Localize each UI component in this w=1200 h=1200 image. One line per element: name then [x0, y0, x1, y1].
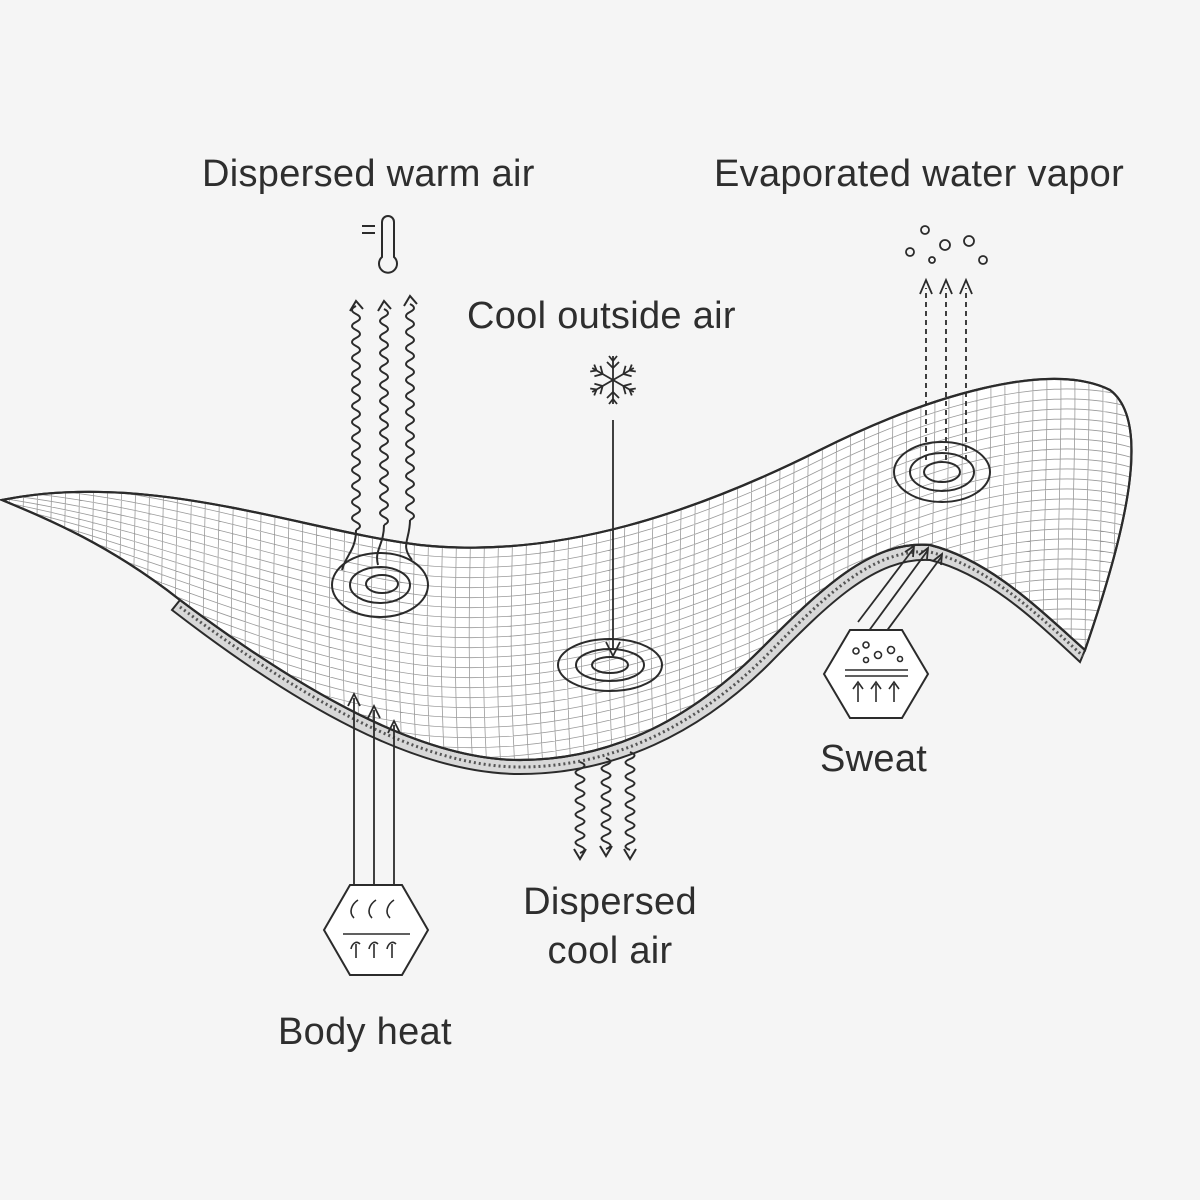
water-vapor-dots-icon	[905, 225, 988, 265]
thermometer-icon	[362, 215, 398, 274]
sweat-arrows	[857, 544, 944, 641]
body-heat-arrows	[347, 691, 401, 900]
warm-air-wave	[351, 305, 361, 531]
cool-air-wavy-lines	[573, 751, 637, 861]
fabric-surface	[0, 377, 1133, 762]
warm-air-wave-arrowhead	[403, 294, 418, 307]
label-cool-outside-air: Cool outside air	[467, 295, 736, 337]
warm-air-wave-connector	[405, 519, 413, 561]
label-dispersed-warm-air: Dispersed warm air	[202, 153, 535, 195]
label-dispersed-cool-air: Dispersed cool air	[490, 878, 730, 977]
ripple-right	[893, 441, 991, 503]
label-body-heat: Body heat	[278, 1011, 452, 1053]
cool-air-wave	[624, 751, 636, 851]
body-heat-hexagon-icon	[322, 884, 430, 976]
warm-air-wave-connector	[341, 529, 357, 571]
evaporation-arrows	[919, 277, 973, 460]
ripple-left	[331, 552, 429, 618]
label-dispersed-cool-air-line2: cool air	[547, 930, 673, 973]
warm-air-wave	[379, 308, 389, 526]
warm-air-wave-arrowhead	[349, 299, 364, 312]
warm-air-wave-connector	[376, 524, 385, 566]
cool-air-wave-arrowhead	[623, 848, 637, 861]
label-sweat: Sweat	[820, 738, 928, 780]
cool-air-wave-arrowhead	[573, 848, 587, 861]
cool-air-wave	[574, 761, 586, 854]
warm-air-wavy-lines	[341, 294, 418, 571]
cool-air-wave	[600, 757, 612, 850]
label-evaporated-water-vapor: Evaporated water vapor	[714, 153, 1125, 195]
cool-air-wave-arrowhead	[599, 845, 613, 858]
cool-air-arrow	[605, 420, 621, 659]
label-dispersed-cool-air-line1: Dispersed	[523, 881, 697, 923]
sweat-hexagon-icon	[822, 629, 930, 719]
warm-air-wave-arrowhead	[377, 299, 392, 312]
warm-air-wave	[405, 303, 415, 521]
snowflake-icon	[588, 355, 638, 405]
